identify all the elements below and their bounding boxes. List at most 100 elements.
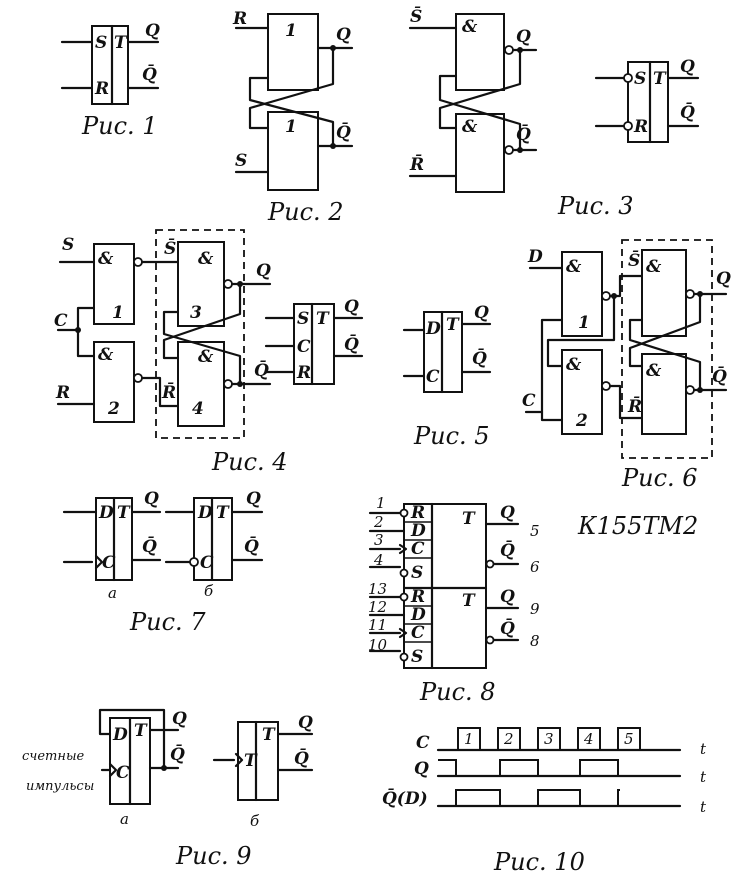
fig9a-t-label: T (134, 721, 148, 741)
fig10-t-axis-1: t (700, 740, 707, 758)
fig8-chip-name: К155ТМ2 (577, 512, 698, 540)
fig7a-q-label: Q (144, 489, 159, 509)
fig9b-tag: б (250, 812, 260, 830)
fig9-caption: Рис. 9 (175, 842, 252, 870)
fig8-top-qbar: Q̄ (500, 540, 515, 561)
fig8-pin-9: 9 (530, 600, 540, 618)
fig6-rbar-inner: R̄ (627, 396, 642, 417)
fig8-top-d: D (410, 521, 426, 541)
fig2-s-input: S (235, 151, 247, 171)
fig9a-d-label: D (112, 725, 128, 745)
fig7a-c-label: C (102, 553, 116, 573)
fig5-d-trigger-symbol: D C T Q Q̄ Рис. 5 (402, 303, 492, 450)
fig2-q-label: Q (336, 25, 351, 45)
fig2-gate1-label: 1 (285, 21, 297, 41)
fig10-caption: Рис. 10 (493, 848, 585, 876)
fig5-d-label: D (425, 319, 441, 339)
fig1-q-label: Q (145, 21, 160, 41)
fig4-c-input: C (54, 311, 68, 331)
fig6-gate1-num: 1 (578, 313, 590, 333)
fig8-pin-10: 10 (368, 636, 388, 654)
fig6-d-trigger-circuit: D C & 1 & 2 & & S̄ R̄ Q Q̄ Рис. 6 (522, 239, 731, 492)
fig4-gate1-type: & (98, 249, 114, 269)
fig6-caption: Рис. 6 (621, 464, 698, 492)
fig4-gate4-type: & (198, 347, 214, 367)
fig8-bot-title: T (462, 591, 476, 611)
fig2-r-input: R (232, 9, 247, 29)
fig9b-t-label: T (262, 725, 276, 745)
fig9a-c-label: C (116, 763, 130, 783)
fig2-nor-rs-latch: R S 1 1 Q Q̄ Рис. 2 (232, 9, 354, 226)
fig8-k155tm2-chip: 1 2 3 4 13 12 11 10 R D C S R D C S T T … (368, 494, 698, 706)
fig8-caption: Рис. 8 (419, 678, 496, 706)
fig3-qbar-label: Q̄ (516, 124, 531, 145)
fig9b-qbar-label: Q̄ (294, 748, 309, 769)
fig10-pulse-5: 5 (624, 730, 634, 748)
fig7b-tag: б (204, 582, 214, 600)
fig8-top-c: C (411, 539, 425, 559)
fig4-gate3-type: & (198, 249, 214, 269)
fig4-sym-c-label: C (297, 337, 311, 357)
fig9a-q-label: Q (172, 709, 187, 729)
fig8-top-title: T (462, 509, 476, 529)
fig4-s-input: S (62, 235, 74, 255)
fig7a-d-label: D (98, 503, 114, 523)
fig1-r-label: R (94, 79, 109, 99)
fig1-rs-trigger-symbol: S T R Q Q̄ Рис. 1 (60, 21, 160, 140)
fig6-qbar-label: Q̄ (712, 366, 727, 387)
fig3-sym-t-label: T (653, 69, 667, 89)
fig8-pin-1: 1 (376, 494, 386, 512)
fig5-t-label: T (446, 315, 460, 335)
fig1-t-label: T (114, 33, 128, 53)
fig9b-t-input-label: T (244, 751, 258, 771)
fig8-top-q: Q (500, 503, 515, 523)
fig7a-t-label: T (117, 503, 131, 523)
fig1-qbar-label: Q̄ (142, 64, 157, 85)
fig8-bot-c: C (411, 623, 425, 643)
fig4-qbar-label: Q̄ (254, 360, 269, 381)
fig10-t-axis-3: t (700, 798, 707, 816)
fig8-top-r: R (410, 503, 425, 523)
fig3-sbar-input: S̄ (410, 6, 422, 27)
fig7b-c-label: C (200, 553, 214, 573)
fig10-c-label: C (416, 733, 430, 753)
fig7-d-trigger-variants: D T C Q Q̄ а D T C Q Q̄ б Рис. 7 (62, 489, 264, 636)
fig8-pin-2: 2 (373, 513, 384, 531)
fig5-q-label: Q (474, 303, 489, 323)
fig3-sym-q-label: Q (680, 57, 695, 77)
fig4-gate1-num: 1 (112, 303, 124, 323)
fig8-pin-5: 5 (530, 522, 540, 540)
fig5-c-label: C (426, 367, 440, 387)
fig10-pulse-1: 1 (464, 730, 474, 748)
fig10-t-axis-2: t (700, 768, 707, 786)
fig7b-d-label: D (197, 503, 213, 523)
fig6-gate1-type: & (566, 257, 582, 277)
fig7b-t-label: T (216, 503, 230, 523)
fig4-sym-t-label: T (316, 309, 330, 329)
fig6-d-input: D (527, 247, 543, 267)
fig7b-qbar-label: Q̄ (244, 536, 259, 557)
fig3-caption: Рис. 3 (557, 192, 634, 220)
fig7b-q-label: Q (246, 489, 261, 509)
fig6-q-label: Q (716, 269, 731, 289)
fig2-qbar-label: Q̄ (336, 122, 351, 143)
fig10-pulse-3: 3 (544, 730, 554, 748)
fig8-pin-8: 8 (530, 632, 540, 650)
fig4-caption: Рис. 4 (211, 448, 288, 476)
fig3-rbar-input: R̄ (409, 154, 424, 175)
fig8-pin-12: 12 (368, 598, 387, 616)
fig6-gate2-type: & (566, 355, 582, 375)
fig8-pin-11: 11 (368, 616, 387, 634)
fig8-pin-6: 6 (530, 558, 540, 576)
fig6-gate4-type: & (646, 361, 662, 381)
fig2-caption: Рис. 2 (267, 198, 344, 226)
fig6-c-input: C (522, 391, 536, 411)
fig10-timing-diagram: C Q Q̄(D) 1 2 3 4 5 t t t Рис. 10 (382, 727, 707, 876)
fig8-pin-4: 4 (373, 551, 384, 569)
fig4-q-label: Q (256, 261, 271, 281)
fig10-pulse-2: 2 (503, 730, 514, 748)
fig9b-q-label: Q (298, 713, 313, 733)
fig3-sym-s-label: S (634, 69, 646, 89)
fig8-top-s: S (411, 563, 423, 583)
